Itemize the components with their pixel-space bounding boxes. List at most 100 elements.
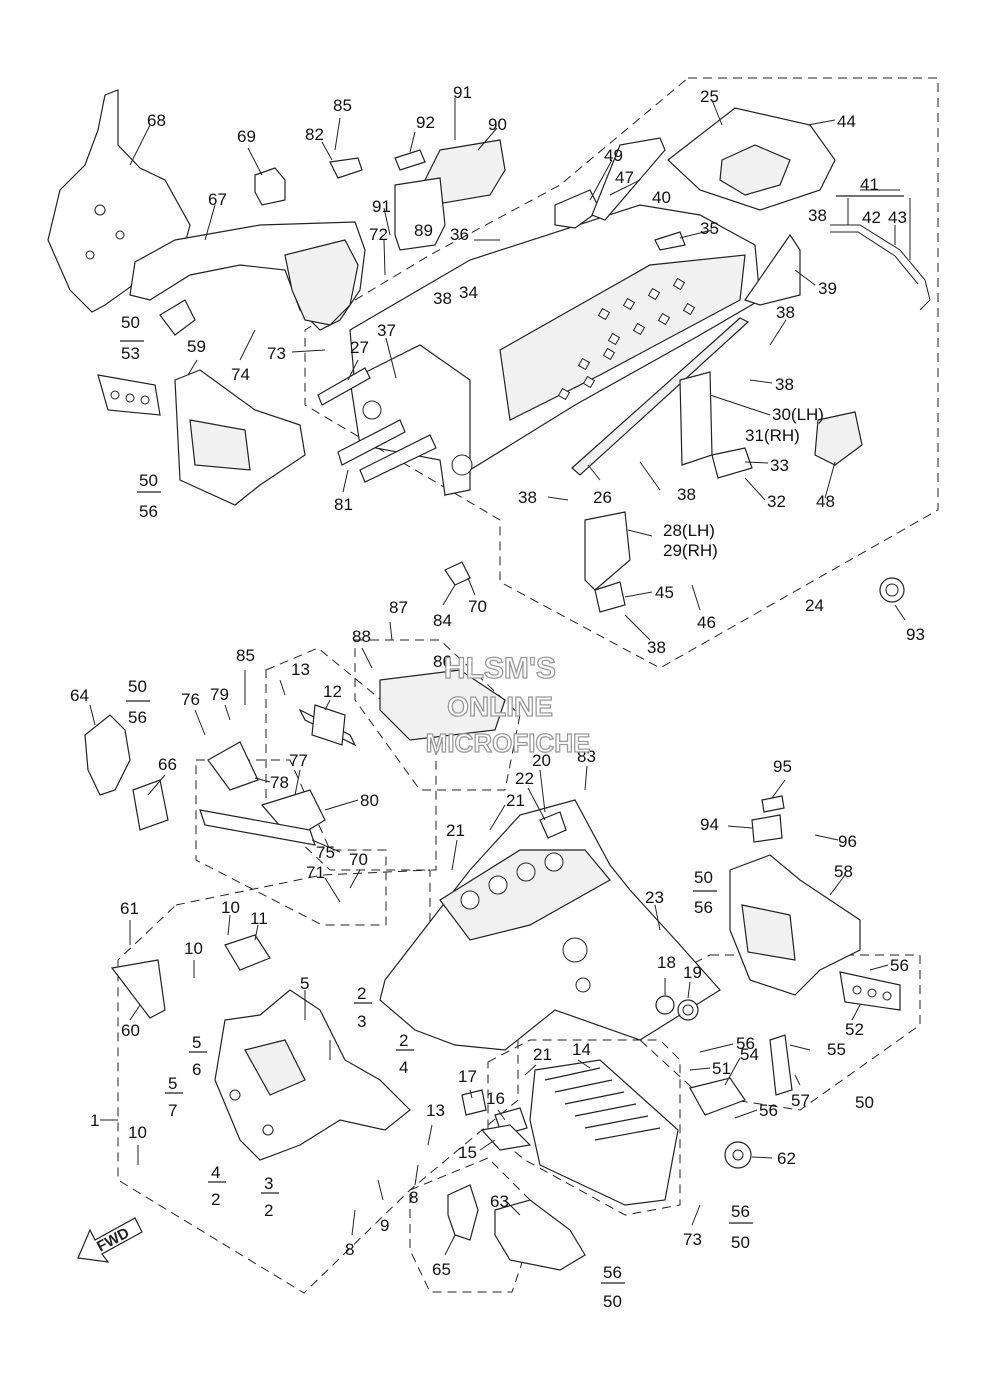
callout-26: 26: [593, 488, 612, 507]
callout-76: 76: [181, 690, 200, 709]
part-94-block: [751, 814, 783, 843]
callout-55: 55: [827, 1040, 846, 1059]
leader-17: [469, 1089, 473, 1099]
callout-56c: 56: [694, 898, 713, 917]
fin-line: [544, 1067, 601, 1081]
callout-50e: 50: [855, 1093, 874, 1112]
leader-79: [224, 704, 231, 721]
callout-5b: 5: [192, 1033, 201, 1052]
callout-5a: 5: [300, 974, 309, 993]
leader-69: [247, 147, 263, 176]
callout-87: 87: [389, 598, 408, 617]
callout-23: 23: [645, 888, 664, 907]
part-55-strap: [769, 1034, 793, 1096]
leader-59: [187, 359, 198, 376]
callout-50a: 50: [121, 313, 140, 332]
callout-65: 65: [432, 1260, 451, 1279]
callout-75: 75: [316, 843, 335, 862]
front-frame-hole: [516, 862, 536, 882]
vent-hole: [647, 287, 661, 301]
part-52-hole: [867, 988, 877, 998]
callout-28lh: 28(LH): [663, 521, 715, 540]
part-89-clamp: [394, 177, 446, 251]
leader-19: [687, 981, 691, 999]
vent-hole: [582, 375, 596, 389]
part-main-front-frame: [379, 799, 721, 1051]
callout-81: 81: [334, 495, 353, 514]
callout-5c: 5: [168, 1074, 177, 1093]
leader-38c: [639, 461, 661, 491]
part-66-bracket: [132, 779, 169, 831]
callout-56d: 56: [890, 956, 909, 975]
leader-27: [347, 359, 359, 381]
callout-66: 66: [158, 755, 177, 774]
callout-10b: 10: [184, 939, 203, 958]
leader-70b: [349, 869, 361, 889]
leader-87: [389, 621, 393, 641]
part-78-bracket: [207, 741, 259, 791]
leader-91b: [383, 207, 391, 236]
callout-29rh: 29(RH): [663, 541, 718, 560]
callout-73b: 73: [683, 1230, 702, 1249]
callout-62: 62: [777, 1149, 796, 1168]
lower-assembly: [84, 669, 901, 1271]
leader-56c: [734, 1109, 758, 1119]
callout-31rh: 31(RH): [745, 426, 800, 445]
callout-89: 89: [414, 221, 433, 240]
leader-84: [442, 584, 456, 606]
watermark-line-3: MICROFICHE: [426, 728, 591, 758]
leader-15: [479, 1139, 496, 1151]
callout-50g: 50: [603, 1292, 622, 1311]
callout-39: 39: [818, 279, 837, 298]
part-54-bracket: [689, 1077, 746, 1116]
callout-35: 35: [700, 219, 719, 238]
callout-56g: 56: [731, 1202, 750, 1221]
part-53-hole: [125, 393, 135, 403]
leader-37: [385, 337, 397, 379]
callout-10c: 10: [128, 1123, 147, 1142]
callout-6: 6: [192, 1060, 201, 1079]
leader-46: [691, 584, 701, 611]
part-1-frame-inner: [244, 1039, 306, 1096]
callout-51: 51: [712, 1059, 731, 1078]
part-63-cover: [494, 1199, 586, 1271]
callout-92: 92: [416, 113, 435, 132]
leader-57: [794, 1074, 801, 1086]
leader-21b: [451, 839, 458, 871]
leader-56a: [869, 964, 889, 971]
callout-86: 86: [433, 652, 452, 671]
part-18-bearing: [655, 995, 675, 1015]
callout-38f: 38: [518, 488, 537, 507]
leader-73b: [691, 1204, 701, 1226]
watermark-line-1: HLSM'S: [444, 652, 556, 685]
part-53-hole: [110, 390, 120, 400]
callout-18: 18: [657, 953, 676, 972]
leader-10a: [227, 914, 231, 936]
front-frame-hole: [488, 875, 508, 895]
vent-hole: [577, 357, 591, 371]
callout-38: 38: [433, 289, 452, 308]
callout-3b: 3: [264, 1174, 273, 1193]
part-11-flange: [224, 934, 271, 971]
part-41-grab-bar-inner: [830, 231, 919, 285]
callout-60: 60: [121, 1021, 140, 1040]
callout-93: 93: [906, 625, 925, 644]
callout-13b: 13: [426, 1101, 445, 1120]
tunnel-vent-holes: [557, 277, 696, 401]
leader-82: [321, 141, 333, 161]
leader-21c: [524, 1064, 537, 1076]
part-35-clip: [654, 231, 686, 251]
vent-hole: [632, 322, 646, 336]
tunnel-side-hole: [362, 400, 382, 420]
leader-81: [342, 469, 349, 493]
part-64-cover: [84, 714, 131, 796]
leader-20: [539, 769, 546, 813]
callout-71: 71: [306, 863, 325, 882]
leader-83: [584, 765, 588, 791]
leader-55: [789, 1044, 811, 1051]
callout-21a: 21: [506, 791, 525, 810]
part-81-rail-a: [337, 419, 406, 466]
group-14-boundary: [487, 1039, 681, 1216]
callout-37: 37: [377, 321, 396, 340]
